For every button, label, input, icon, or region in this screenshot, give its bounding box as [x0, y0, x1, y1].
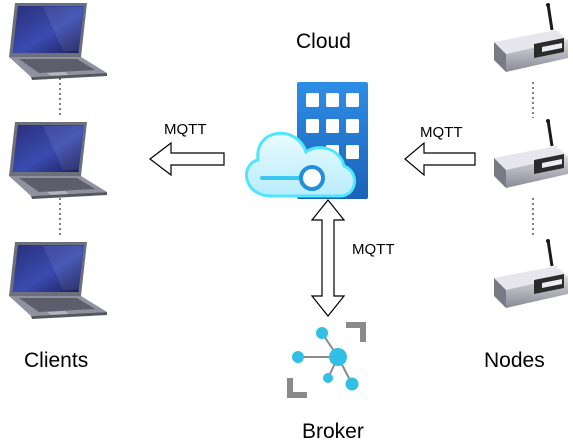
mqtt-arrow-vertical: [310, 199, 346, 317]
laptop-icon: [9, 122, 107, 199]
wireless-router-icon: [492, 238, 570, 310]
wireless-router-icon: [492, 118, 570, 190]
wireless-router-icon: [492, 2, 570, 74]
mqtt-arrow-left: [149, 141, 225, 177]
mqtt-right-label: MQTT: [420, 124, 463, 141]
mqtt-arrow-right: [404, 141, 476, 177]
broker-label: Broker: [302, 420, 364, 443]
mqtt-left-label: MQTT: [164, 121, 207, 138]
clients-label: Clients: [24, 349, 89, 372]
laptop-icon: [9, 3, 107, 80]
event-grid-broker-icon: [287, 322, 366, 398]
cloud-label: Cloud: [296, 30, 351, 53]
laptop-icon: [9, 242, 107, 319]
nodes-label: Nodes: [484, 349, 545, 372]
mqtt-vertical-label: MQTT: [352, 241, 395, 258]
azure-cloud-building-icon: [245, 82, 368, 199]
